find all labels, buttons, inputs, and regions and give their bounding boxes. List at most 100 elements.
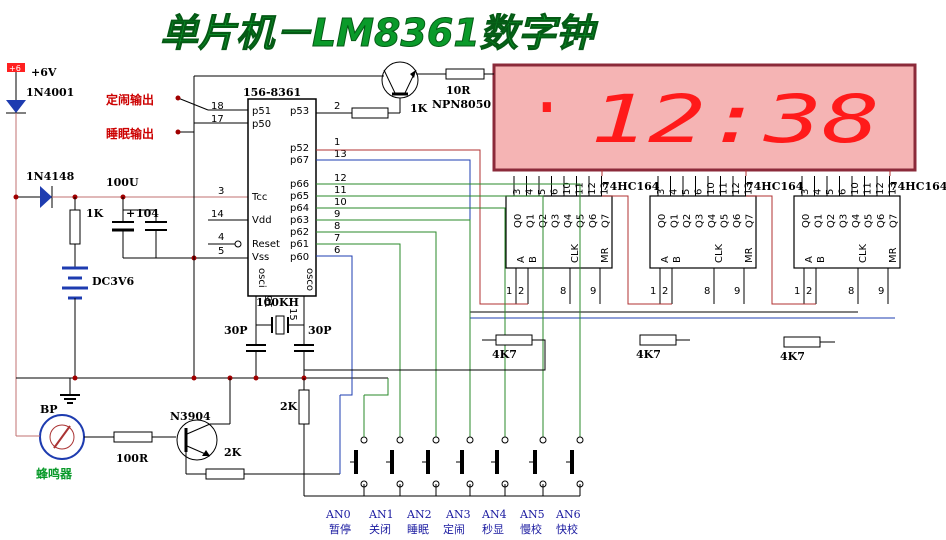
timer-output-label: 定闹输出 [106, 92, 154, 107]
wire-p65 [316, 195, 544, 440]
r100r-label: 100R [116, 452, 149, 465]
sr-top-pin: 3 [512, 189, 523, 195]
pin-num-17: 17 [211, 114, 224, 125]
sr-top-pin: 12 [587, 182, 598, 195]
wire [177, 97, 209, 111]
pin-num-6: 6 [334, 245, 340, 256]
sr-top-pin: 12 [875, 182, 886, 195]
bp-label: BP [40, 403, 58, 416]
shift-register-3 [793, 195, 901, 269]
shift-register-name: 74HC164 [746, 180, 804, 193]
display-time: 12:38 [590, 81, 880, 158]
sr-q-label: Q3 [695, 214, 706, 228]
crystal-label: 100KH [256, 296, 299, 309]
buzzer-label: 蜂鸣器 [36, 466, 73, 481]
button-contact-top [576, 436, 584, 444]
button-contact-top [466, 436, 474, 444]
wire-ground-btn [364, 378, 389, 396]
d2-label: 1N4148 [26, 170, 75, 183]
sr-q-label: Q0 [801, 214, 812, 228]
sr-top-pin: 3 [800, 189, 811, 195]
button-contact-top [432, 436, 440, 444]
sr-top-pin: 5 [825, 189, 836, 195]
r1k-label: 1K [86, 207, 104, 220]
sr-top-pin: 3 [656, 189, 667, 195]
q1-body [381, 61, 419, 99]
sr-top-pin: 10 [850, 182, 861, 195]
sr-q-label: Q0 [513, 214, 524, 228]
pin-num-13: 13 [334, 149, 347, 160]
wire-p64 [316, 207, 506, 440]
buzzer-section: BP 蜂鸣器 100R N3904 2K [16, 378, 341, 481]
resistor-4k7-1 [495, 334, 533, 346]
pin-vss: Vss [252, 252, 269, 263]
sr-bottom-label: A [516, 256, 527, 263]
sr-bottom-pin: 1 [506, 286, 512, 297]
chip-name: 156-8361 [243, 86, 301, 99]
sr-q-label: Q7 [889, 214, 900, 228]
btn-label-an3: 定闹 [443, 522, 465, 536]
resistor-10r [445, 68, 485, 80]
buzzer-inner [49, 424, 75, 450]
sr-top-pin: 10 [706, 182, 717, 195]
sr-q-label: Q5 [720, 214, 731, 228]
pin-p61: p61 [290, 239, 309, 250]
q1-label: NPN8050 [432, 98, 491, 111]
button-contact-top [396, 436, 404, 444]
shift-register-1 [505, 195, 613, 269]
sr-bottom-pin: 8 [560, 286, 566, 297]
wire-p63 [316, 219, 471, 440]
crystal-section: 100KH 30P 30P [224, 296, 332, 378]
pin-num-8: 8 [334, 221, 340, 232]
mcu-chip: 156-8361 p51 p50 Tcc Vdd Reset Vss 18 17… [208, 86, 347, 321]
sr-q-label: Q5 [576, 214, 587, 228]
pin-num-10: 10 [334, 197, 347, 208]
button-contact-top [501, 436, 509, 444]
resistor-100r [113, 431, 153, 443]
btn-id-an6: AN6 [555, 508, 581, 521]
pullup-resistors: 4K7 4K7 4K7 [304, 334, 835, 371]
r4k7-3-label: 4K7 [780, 350, 805, 363]
pin-p51: p51 [252, 106, 271, 117]
xtal-body [275, 315, 285, 335]
sr-top-pin: 6 [694, 189, 705, 195]
shift-register-name: 74HC164 [602, 180, 660, 193]
btn-id-an2: AN2 [406, 508, 432, 521]
sr-q-label: Q4 [707, 214, 718, 228]
button-contact-top [539, 436, 547, 444]
display-dot: · [527, 69, 567, 146]
q1-arrow [410, 70, 416, 78]
sr-bottom-label: MR [888, 247, 899, 263]
pin-osci: osci [256, 268, 267, 288]
sr-bottom-label: CLK [714, 243, 725, 263]
btn-id-an4: AN4 [481, 508, 507, 521]
c-plus: + [126, 207, 135, 220]
sr-bottom-pin: 9 [590, 286, 596, 297]
pin-num-3: 3 [218, 186, 224, 197]
wire-p52 [316, 149, 517, 305]
pin-p67: p67 [290, 155, 309, 166]
sr-top-pin: 11 [719, 182, 730, 195]
pin-num-14: 14 [211, 209, 224, 220]
pin-vdd: Vdd [252, 215, 272, 226]
pin-num-12: 12 [334, 173, 347, 184]
pin-p52: p52 [290, 143, 309, 154]
c100u-label: 100U [106, 176, 139, 189]
button-contact-top [360, 436, 368, 444]
r2k-h-label: 2K [224, 446, 242, 459]
diode-1n4001 [6, 100, 26, 113]
q2-collector [186, 423, 211, 435]
diagram-title: 单片机－LM8361数字钟 [160, 11, 599, 55]
r2k-v-label: 2K [280, 400, 298, 413]
led-display [492, 63, 917, 172]
power-section: +6 +6V 1N4001 1N4148 1K DC3V6 100U + [6, 63, 248, 436]
junction [72, 375, 78, 381]
pin-num-1: 1 [334, 137, 340, 148]
cascade-wire-1 [602, 195, 660, 305]
sr-q-label: Q4 [563, 214, 574, 228]
pin-num-11: 11 [334, 185, 347, 196]
pin-tcc: Tcc [251, 192, 267, 203]
btn-label-an0: 暂停 [329, 522, 351, 536]
d1-label: 1N4001 [26, 86, 74, 99]
